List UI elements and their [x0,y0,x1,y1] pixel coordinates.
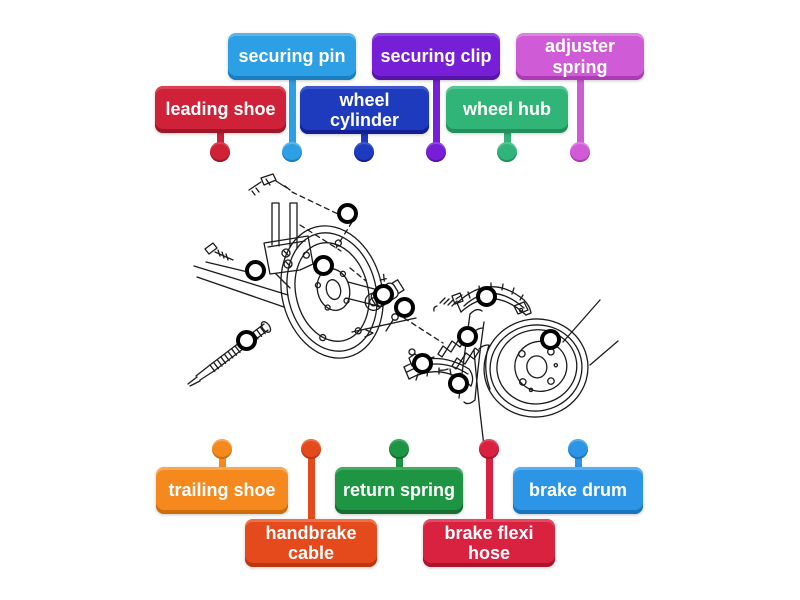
drop-target-9[interactable] [411,352,433,374]
brake-pipe-line [473,349,485,447]
securing-pin-bolt [248,173,291,196]
drop-target-5[interactable] [393,296,415,318]
label-pin-dot-securing-clip [426,142,446,162]
label-wheel-hub[interactable]: wheel hub [446,86,568,133]
label-stem-handbrake-cable [307,449,315,522]
cylinder-leader [351,313,417,338]
drop-target-4[interactable] [372,283,394,305]
label-text: trailing shoe [168,480,276,501]
drop-target-7[interactable] [456,325,478,347]
label-text: leading shoe [165,99,276,120]
drop-target-11[interactable] [235,329,257,351]
drop-target-8[interactable] [539,328,561,350]
drop-target-6[interactable] [475,285,497,307]
label-pin-dot-brake-drum [568,439,588,459]
control-arm [193,261,289,308]
label-text: securing pin [238,46,346,67]
drop-target-1[interactable] [336,202,358,224]
label-return-spring[interactable]: return spring [335,467,463,514]
brake-drum-part [483,299,619,418]
drop-target-2[interactable] [244,259,266,281]
label-wheel-cylinder[interactable]: wheel cylinder [300,86,429,134]
label-pin-dot-leading-shoe [210,142,230,162]
label-stem-brake-flexi-hose [485,449,493,522]
label-pin-dot-brake-flexi-hose [479,439,499,459]
label-stem-securing-clip [432,77,440,152]
label-stem-wheel-cylinder [360,131,368,152]
drop-target-3[interactable] [312,254,334,276]
label-securing-pin[interactable]: securing pin [228,33,356,80]
label-stem-trailing-shoe [218,449,226,470]
label-stem-brake-drum [574,449,582,470]
label-text: handbrake cable [265,522,357,563]
label-text: brake flexi hose [444,522,534,563]
label-text: wheel cylinder [329,89,400,130]
handbrake-cable-part [187,321,272,387]
label-stem-securing-pin [288,77,296,152]
label-stem-wheel-hub [503,130,511,152]
label-pin-dot-trailing-shoe [212,439,232,459]
label-text: return spring [343,480,456,501]
label-securing-clip[interactable]: securing clip [372,33,500,80]
label-stem-leading-shoe [216,130,224,152]
label-leading-shoe[interactable]: leading shoe [155,86,286,133]
strut [263,202,314,289]
label-text: adjuster spring [544,36,616,77]
label-pin-dot-return-spring [389,439,409,459]
label-text: wheel hub [462,99,551,120]
label-stem-return-spring [395,449,403,470]
label-handbrake-cable[interactable]: handbrake cable [245,519,377,567]
mounting-bolt [204,242,234,261]
label-stem-adjuster-spring [576,77,584,152]
label-pin-dot-adjuster-spring [570,142,590,162]
label-brake-flexi-hose[interactable]: brake flexi hose [423,519,555,567]
label-text: securing clip [380,46,492,67]
drop-target-10[interactable] [447,372,469,394]
label-text: brake drum [528,480,628,501]
label-brake-drum[interactable]: brake drum [513,467,643,514]
label-adjuster-spring[interactable]: adjuster spring [516,33,644,80]
brake-shoe-upper [451,282,532,316]
label-trailing-shoe[interactable]: trailing shoe [156,467,288,514]
label-pin-dot-securing-pin [282,142,302,162]
label-pin-dot-wheel-hub [497,142,517,162]
label-pin-dot-wheel-cylinder [354,142,374,162]
label-pin-dot-handbrake-cable [301,439,321,459]
leader-lines [291,191,444,344]
